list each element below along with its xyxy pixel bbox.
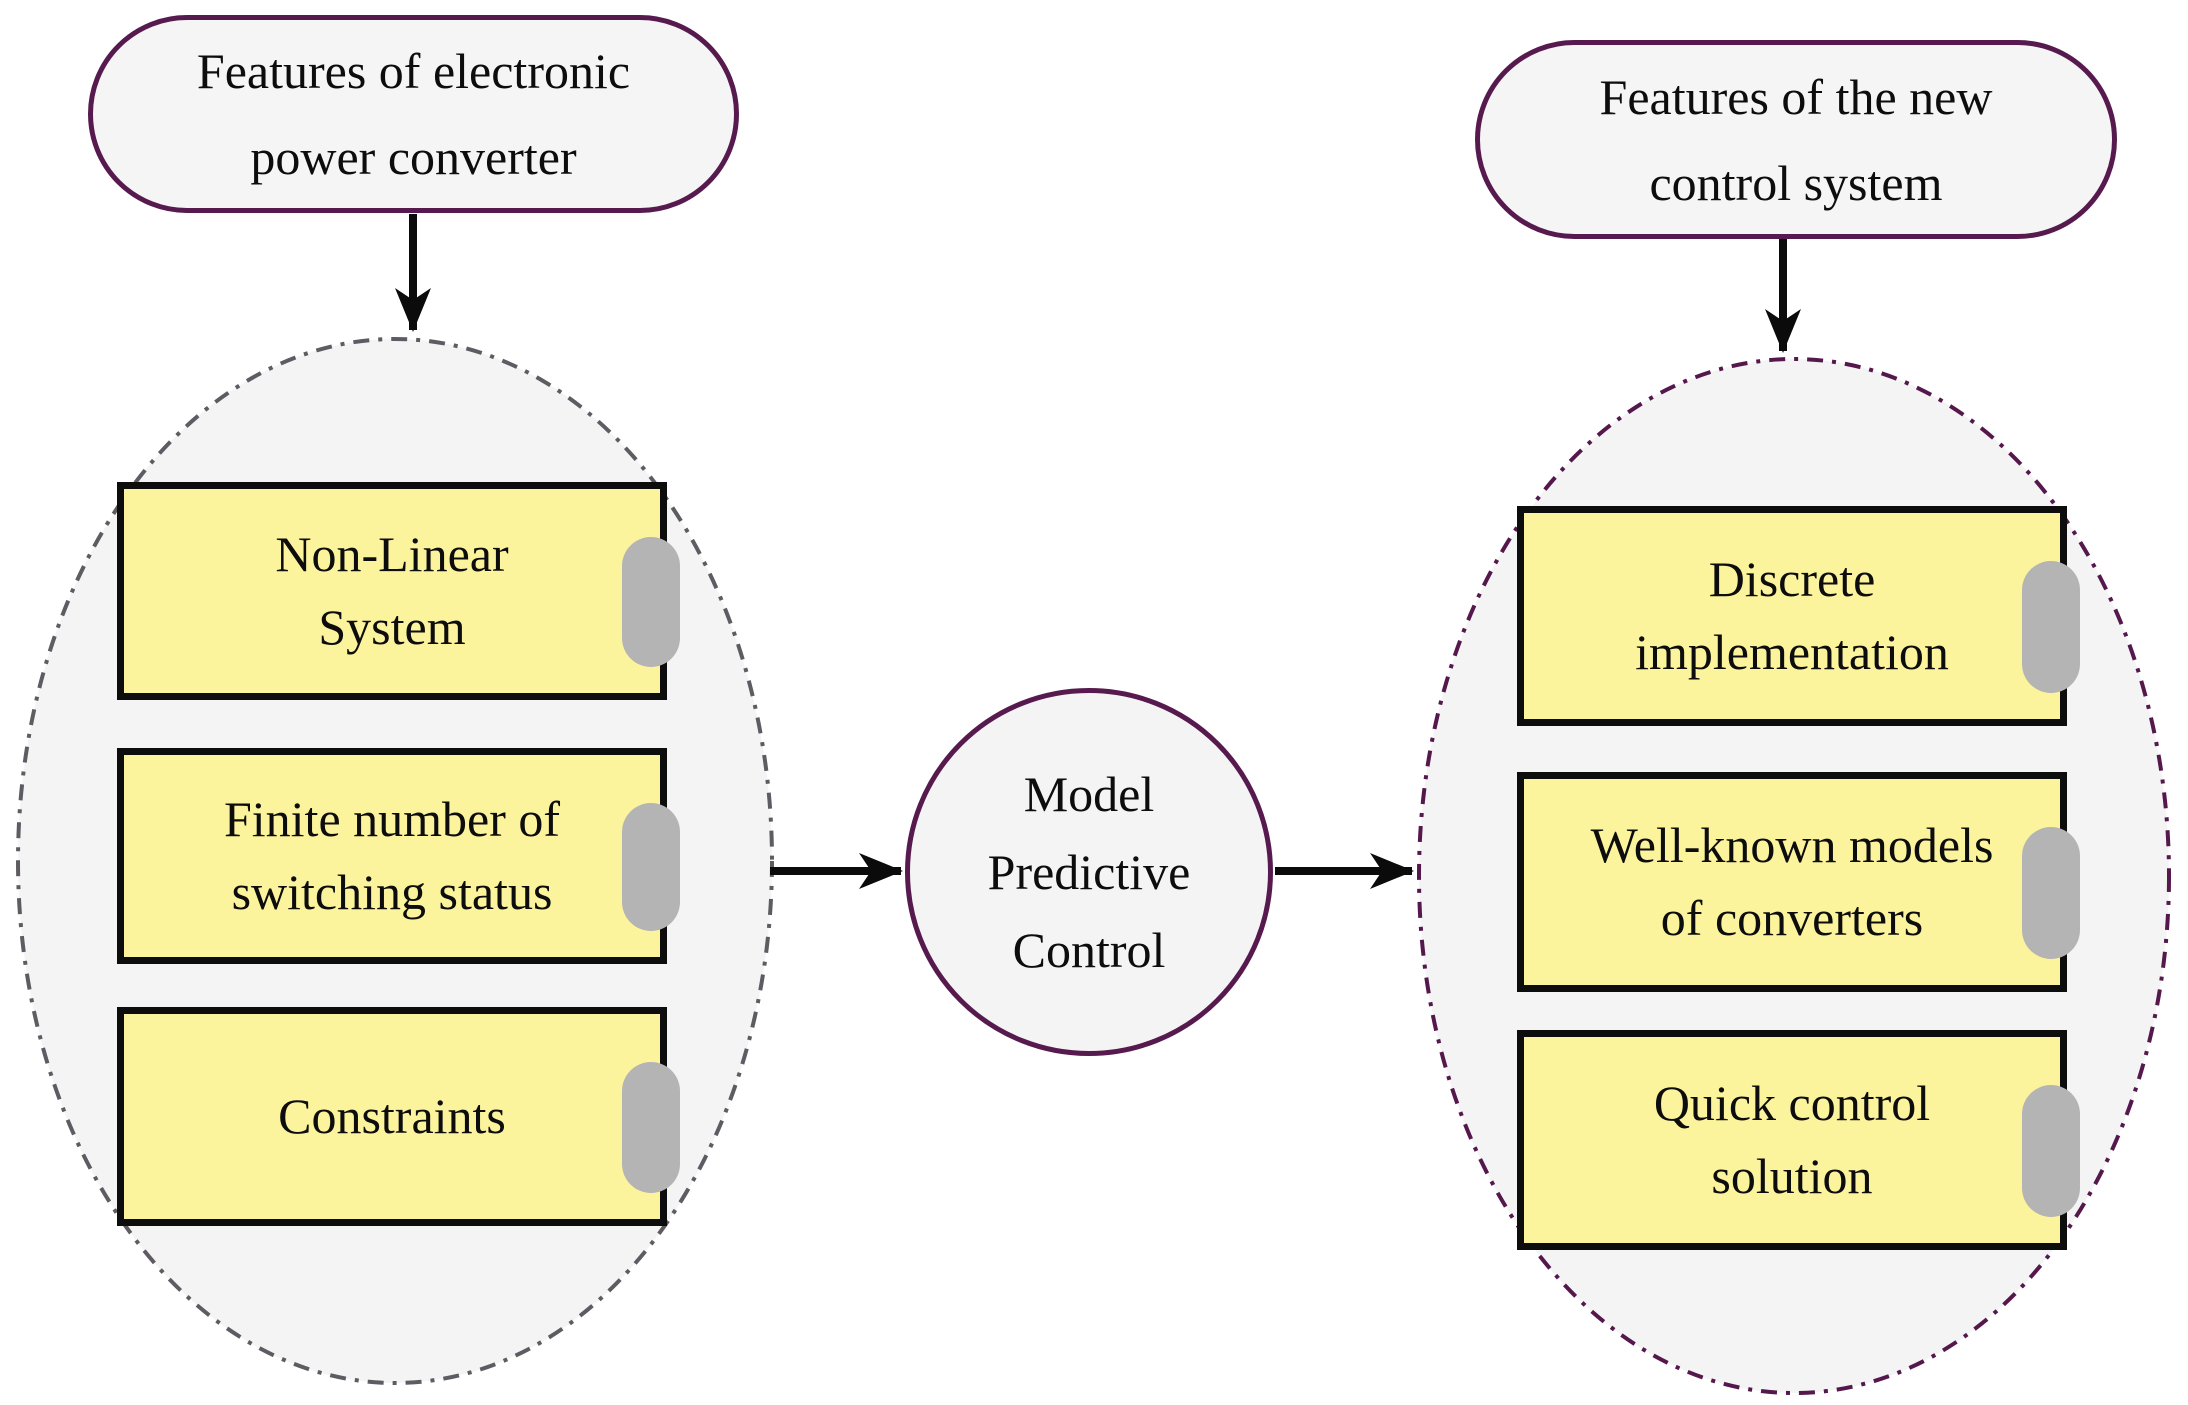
- feature-box-label: Finite number of switching status: [223, 791, 561, 920]
- feature-box-label: Quick control solution: [1653, 1075, 1931, 1204]
- mpc-circle-label: Model Predictive Control: [987, 766, 1191, 978]
- feature-box-label: Discrete implementation: [1635, 551, 1949, 680]
- feature-box-label: Well-known models of converters: [1590, 817, 1994, 946]
- target-pill: Features of the new control system: [1475, 40, 2117, 239]
- feature-box-constraints: Constraints: [117, 1007, 680, 1226]
- source-pill: Features of electronic power converter: [88, 15, 739, 213]
- feature-box-discrete-implementation: Discrete implementation: [1517, 506, 2080, 726]
- feature-box-well-known-models: Well-known models of converters: [1517, 772, 2080, 992]
- feature-box-non-linear-system: Non-Linear System: [117, 482, 680, 700]
- feature-box-label: Constraints: [278, 1088, 506, 1144]
- feature-box-label: Non-Linear System: [275, 526, 509, 655]
- feature-box-quick-control-solution: Quick control solution: [1517, 1030, 2080, 1250]
- mpc-circle: Model Predictive Control: [905, 688, 1273, 1056]
- source-pill-label: Features of electronic power converter: [196, 43, 631, 185]
- target-pill-label: Features of the new control system: [1599, 68, 1993, 211]
- feature-box-finite-switching-status: Finite number of switching status: [117, 748, 680, 964]
